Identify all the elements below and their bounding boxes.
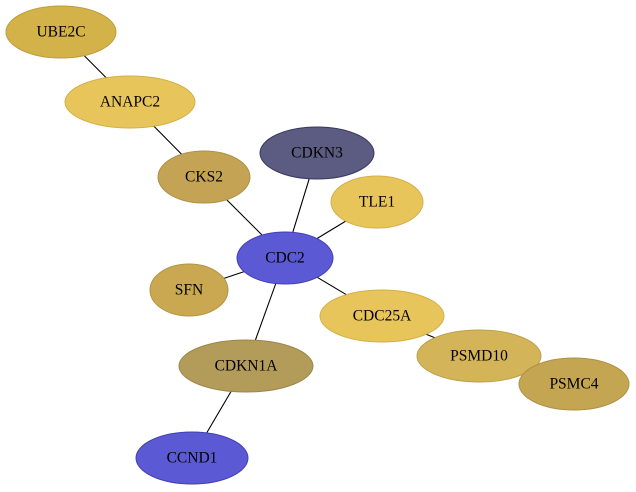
node-cdc2[interactable]: CDC2: [236, 231, 334, 285]
edge-ube2c-anapc2: [83, 55, 107, 79]
edge-cdkn1a-cdc2: [254, 283, 277, 341]
edge-cdc25a-cdc2: [316, 276, 347, 296]
edge-cdkn1a-ccnd1: [206, 391, 232, 434]
edge-tle1-cdc2: [316, 220, 346, 240]
node-label-cks2: CKS2: [185, 169, 223, 186]
node-shape-ccnd1: [135, 431, 249, 485]
node-shape-ube2c: [5, 5, 117, 59]
node-shape-cdkn3: [259, 126, 375, 180]
node-label-sfn: SFN: [175, 282, 203, 299]
node-label-tle1: TLE1: [359, 194, 395, 211]
node-label-cdc2: CDC2: [265, 250, 305, 267]
node-cdkn3[interactable]: CDKN3: [259, 126, 375, 180]
node-tle1[interactable]: TLE1: [330, 175, 424, 229]
node-shape-tle1: [330, 175, 424, 229]
node-psmd10[interactable]: PSMD10: [416, 329, 542, 383]
node-psmc4[interactable]: PSMC4: [518, 357, 630, 411]
node-label-anapc2: ANAPC2: [100, 94, 160, 111]
edges-layer: [83, 55, 530, 434]
node-label-cdkn1a: CDKN1A: [215, 358, 279, 375]
node-label-ccnd1: CCND1: [167, 450, 218, 467]
edge-sfn-cdc2: [223, 271, 245, 279]
node-label-psmd10: PSMD10: [450, 348, 508, 365]
node-label-psmc4: PSMC4: [549, 376, 598, 393]
edge-anapc2-cks2: [153, 125, 182, 155]
node-ccnd1[interactable]: CCND1: [135, 431, 249, 485]
node-ube2c[interactable]: UBE2C: [5, 5, 117, 59]
node-shape-sfn: [149, 263, 229, 317]
node-cdc25a[interactable]: CDC25A: [319, 289, 445, 343]
node-shape-anapc2: [64, 75, 196, 129]
node-shape-cdkn1a: [178, 339, 314, 393]
node-shape-psmc4: [518, 357, 630, 411]
node-shape-psmd10: [416, 329, 542, 383]
node-shape-cdc2: [236, 231, 334, 285]
edge-cdc25a-psmd10: [425, 333, 436, 339]
node-anapc2[interactable]: ANAPC2: [64, 75, 196, 129]
node-cdkn1a[interactable]: CDKN1A: [178, 339, 314, 393]
node-label-ube2c: UBE2C: [36, 24, 85, 41]
edge-cks2-cdc2: [226, 199, 263, 236]
node-cks2[interactable]: CKS2: [157, 150, 251, 204]
node-label-cdkn3: CDKN3: [291, 145, 343, 162]
edge-cdkn3-cdc2: [292, 178, 310, 233]
node-sfn[interactable]: SFN: [149, 263, 229, 317]
node-shape-cks2: [157, 150, 251, 204]
node-label-cdc25a: CDC25A: [353, 308, 412, 325]
node-shape-cdc25a: [319, 289, 445, 343]
